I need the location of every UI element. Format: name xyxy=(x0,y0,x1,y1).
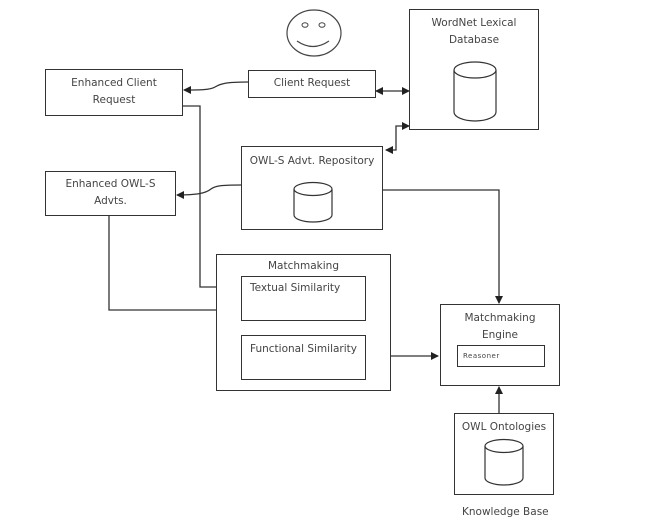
owl-ontologies-box: OWL Ontologies xyxy=(454,413,554,495)
wordnet-database-box: WordNet Lexical Database xyxy=(409,9,539,130)
reasoner-label: Reasoner xyxy=(463,352,500,360)
functional-similarity-label: Functional Similarity xyxy=(250,343,357,355)
edge-repo-to-engine xyxy=(383,189,503,304)
textual-similarity-box: Textual Similarity xyxy=(241,276,366,321)
knowledge-base-caption: Knowledge Base xyxy=(462,506,549,518)
owl-ontologies-label: OWL Ontologies xyxy=(461,421,547,433)
enhanced-owls-label-1: Enhanced OWL-S xyxy=(65,178,156,190)
enhanced-client-request-label-1: Enhanced Client xyxy=(71,77,157,89)
database-cylinder-icon xyxy=(453,61,497,122)
client-request-label: Client Request xyxy=(273,77,351,89)
enhanced-client-request-label-2: Request xyxy=(92,94,136,106)
owls-repository-box: OWL-S Advt. Repository xyxy=(241,146,383,230)
matchmaking-label: Matchmaking xyxy=(267,260,340,272)
reasoner-box: Reasoner xyxy=(457,345,545,367)
wordnet-label-1: WordNet Lexical xyxy=(431,17,517,29)
database-cylinder-icon xyxy=(293,181,333,223)
functional-similarity-box: Functional Similarity xyxy=(241,335,366,380)
matchmaking-engine-label-2: Engine xyxy=(482,329,518,341)
matchmaking-engine-box: Matchmaking Engine Reasoner xyxy=(440,304,560,386)
enhanced-owls-label-2: Advts. xyxy=(94,195,127,207)
enhanced-client-request-box: Enhanced Client Request xyxy=(45,69,183,116)
textual-similarity-label: Textual Similarity xyxy=(250,282,341,294)
enhanced-owls-advts-box: Enhanced OWL-S Advts. xyxy=(45,171,176,216)
edge-client-to-enhanced-client xyxy=(183,81,249,94)
database-cylinder-icon xyxy=(484,438,524,486)
smiley-face-icon xyxy=(286,9,342,57)
edge-enhanced-owls-to-textual xyxy=(108,215,241,314)
wordnet-label-2: Database xyxy=(448,34,500,46)
edge-repo-to-enhanced-owls xyxy=(176,184,242,199)
owls-repository-label: OWL-S Advt. Repository xyxy=(249,155,375,167)
matchmaking-engine-label-1: Matchmaking xyxy=(464,312,536,324)
edge-repo-wordnet xyxy=(385,122,410,154)
client-request-box: Client Request xyxy=(248,70,376,98)
